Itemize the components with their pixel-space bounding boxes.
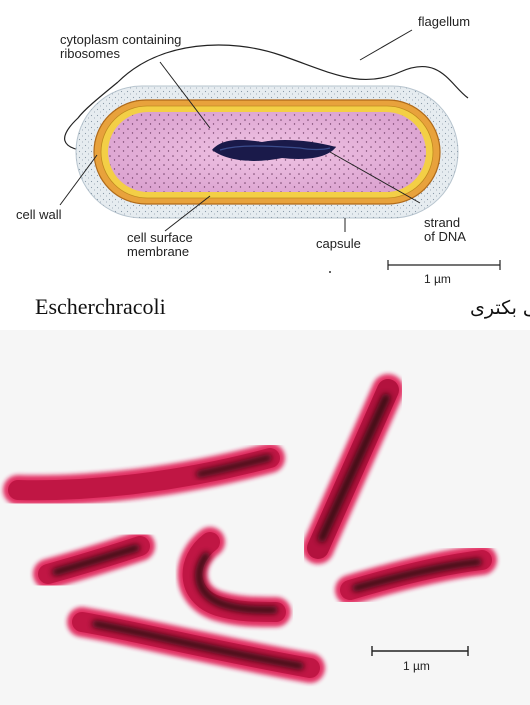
micrograph-bacteria — [18, 390, 482, 668]
bacterium-rod-1 — [318, 390, 388, 548]
bacterium-rod-2 — [18, 458, 270, 490]
caption-species: Escherchracoli — [35, 294, 166, 319]
label-cell-surface-line2: membrane — [127, 244, 189, 259]
label-dna-line1: strand — [424, 215, 460, 230]
label-dna-line2: of DNA — [424, 229, 466, 244]
label-flagellum: flagellum — [418, 14, 470, 29]
bacterium-rod-5 — [350, 560, 482, 590]
scale-bar-bottom: 1 µm — [372, 646, 468, 673]
bacterium-diagram — [65, 45, 468, 218]
bacterium-rod-4 — [193, 542, 276, 612]
label-cytoplasm-line1: cytoplasm containing — [60, 32, 181, 47]
scale-bar-top: 1 µm — [388, 260, 500, 286]
label-cell-surface-line1: cell surface — [127, 230, 193, 245]
scale-bottom-label: 1 µm — [403, 659, 430, 673]
label-cytoplasm-line2: ribosomes — [60, 46, 120, 61]
label-cell-wall: cell wall — [16, 207, 62, 222]
label-capsule: capsule — [316, 236, 361, 251]
scale-top-label: 1 µm — [424, 272, 451, 286]
caption-persian: مقطع طولی بکتری — [470, 297, 530, 319]
bacterium-rod-3 — [48, 546, 140, 574]
bacterium-rod-6 — [82, 622, 310, 668]
